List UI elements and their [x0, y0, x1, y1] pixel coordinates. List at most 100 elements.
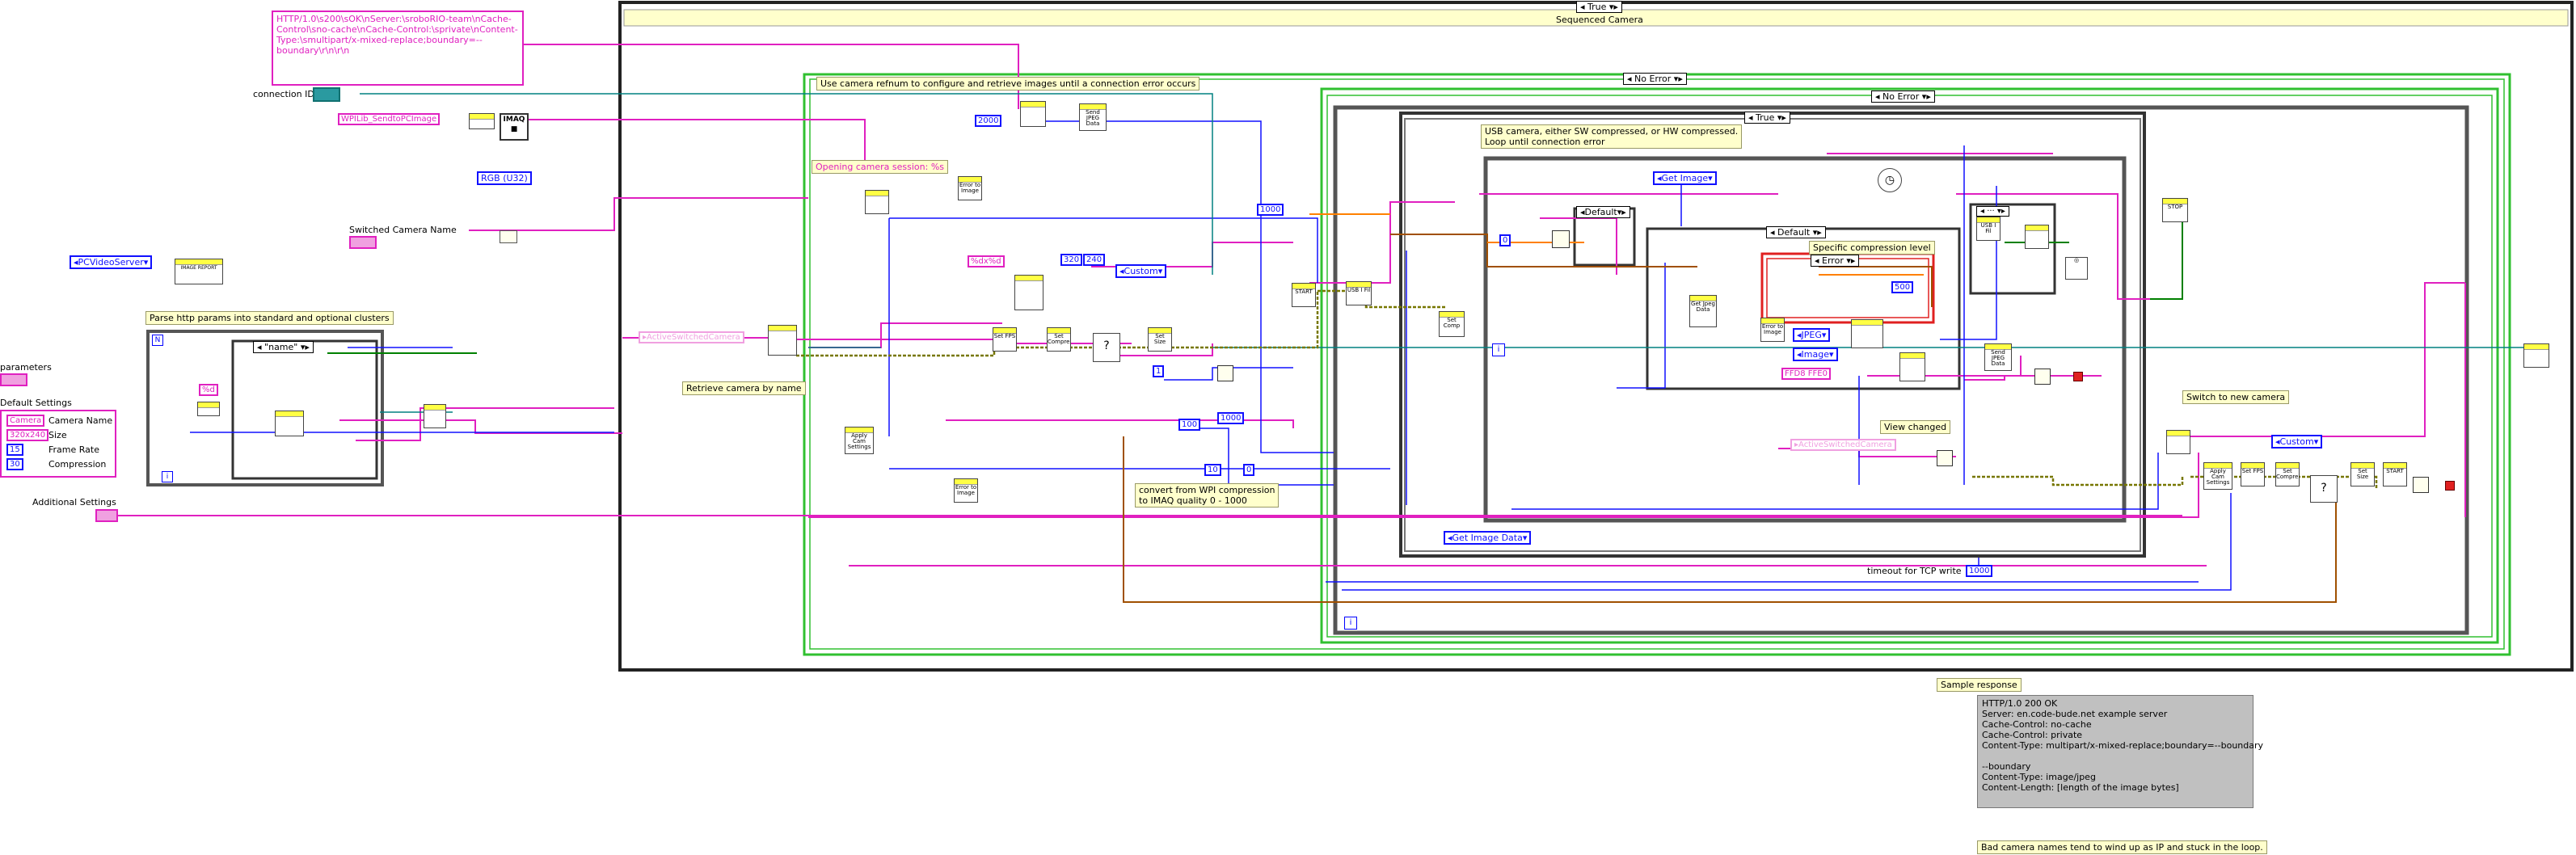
open-camera-vi[interactable] [768, 325, 797, 356]
loop-count-terminal: N [152, 335, 163, 346]
usb-ifil-vi[interactable]: USB I Fil [1346, 281, 1372, 305]
help-vi-2[interactable]: ? [2310, 475, 2338, 503]
set-compress-vi[interactable]: Set Compress [1047, 327, 1071, 352]
get-jpeg-data-vi[interactable]: Get Jpeg Data [1689, 295, 1717, 327]
format-dx-d-constant: %dx%d [968, 255, 1005, 267]
help-vi[interactable]: ? [1093, 333, 1120, 362]
true-case-selector[interactable]: ◂ True ▾▸ [1744, 112, 1790, 124]
set-size-label: Set Size [1153, 333, 1166, 345]
connection-id-control[interactable] [313, 87, 340, 102]
ffd8-constant: FFD8 FFE0 [1781, 368, 1831, 380]
usb-ifil-vi-2[interactable]: USB I Fil [1976, 217, 2001, 241]
vision-icon-vi[interactable]: ◎ [2065, 257, 2088, 280]
tcp-write-vi[interactable] [1020, 101, 1046, 127]
size-value: 320x240 [6, 429, 49, 441]
outer-case-structure [618, 1, 2574, 672]
send-jpeg-data-label-2: Send JPEG Data [1991, 349, 2005, 367]
stop-vi-label: STOP [2167, 204, 2183, 210]
timeout-label: timeout for TCP write [1867, 566, 1962, 576]
usb-ifil-label-2: USB I Fil [1980, 222, 1996, 234]
name-case-value: "name" [264, 342, 298, 352]
image-text: Image [1801, 349, 1829, 360]
or-node-1 [2034, 369, 2051, 385]
camera-name-value: Camera [6, 415, 45, 427]
default-case-selector[interactable]: ◂ Default ▾▸ [1766, 226, 1826, 238]
start-vi[interactable]: START [1292, 283, 1316, 307]
close-vi[interactable] [2523, 343, 2549, 368]
set-size-vi[interactable]: Set Size [1148, 327, 1172, 352]
active-switched-camera-local-2[interactable]: ▸ActiveSwitchedCamera [1790, 439, 1896, 451]
compare-node-2 [1217, 365, 1233, 381]
error-case-inner-value: No Error [1882, 91, 1920, 102]
default-settings-label: Default Settings [0, 398, 72, 408]
set-size-vi-2[interactable]: Set Size [2350, 462, 2375, 486]
apply-cam-settings-vi[interactable]: Apply Cam Settings [845, 427, 874, 454]
format-string-vi[interactable] [865, 190, 889, 214]
rgb-u32-constant: RGB (U32) [477, 171, 532, 185]
set-compress-label: Set Compress [1048, 333, 1070, 345]
const-1000-a: 1000 [1257, 204, 1284, 216]
frame-rate-value: 15 [6, 444, 23, 456]
get-jpeg-data-label: Get Jpeg Data [1691, 301, 1715, 313]
usb-camera-line-1: USB camera, either SW compressed, or HW … [1485, 126, 1739, 137]
wait-timer-vi[interactable]: ◷ [1878, 168, 1902, 192]
loop-iteration-terminal: i [162, 471, 173, 482]
parameters-control[interactable] [0, 373, 27, 386]
switched-camera-name-label: Switched Camera Name [349, 225, 457, 235]
set-fps-vi[interactable]: Set FPS [993, 327, 1017, 352]
const-2000: 2000 [975, 115, 1002, 127]
pcvideoserver-text: PCVideoServer [78, 257, 144, 267]
view-changed-comment: View changed [1880, 420, 1951, 434]
active-switched-camera-local[interactable]: ▸ActiveSwitchedCamera [639, 331, 744, 343]
apply-cam-settings-vi-2[interactable]: Apply Cam Settings [2203, 462, 2232, 490]
default-settings-cluster[interactable]: Camera Camera Name 320x240 Size 15 Frame… [0, 410, 116, 478]
connection-id-label: connection ID [253, 89, 314, 99]
change-camera-vi[interactable] [2166, 430, 2190, 454]
sequence-frame-label: Sequenced Camera [1556, 15, 1643, 25]
retrieve-camera-comment: Retrieve camera by name [682, 381, 806, 395]
scan-string-vi[interactable] [197, 402, 220, 416]
percent-d-constant: %d [199, 384, 218, 396]
start-vi-2[interactable]: START [2383, 462, 2407, 486]
outer-case-selector[interactable]: ◂ True ▾▸ [1576, 1, 1622, 13]
set-fps-vi-2[interactable]: Set FPS [2241, 462, 2265, 486]
parse-http-comment: Parse http params into standard and opti… [145, 311, 394, 325]
imaq-vi-label: IMAQ [503, 116, 525, 124]
error-case-selector-outer[interactable]: ◂ No Error ▾▸ [1623, 73, 1687, 85]
bad-names-comment: Bad camera names tend to wind up as IP a… [1977, 840, 2267, 854]
const-1000-b: 1000 [1217, 412, 1245, 424]
sample-http-response-text: HTTP/1.0 200 OK Server: en.code-bude.net… [1977, 695, 2263, 808]
bundle-by-name-vi[interactable] [275, 411, 304, 436]
imaq-vi[interactable]: IMAQ■ [500, 113, 529, 141]
additional-settings-control[interactable] [95, 509, 118, 522]
send-jpeg-data-label: Send JPEG Data [1086, 109, 1100, 127]
error-to-image-vi-2[interactable]: Error to Image [954, 478, 978, 503]
error-to-image-vi-3[interactable]: Error to Image [1760, 318, 1785, 342]
enum-case-selector[interactable]: ◂ ··· ▾▸ [1976, 206, 2009, 217]
error-case-selector-inner[interactable]: ◂ No Error ▾▸ [1871, 91, 1935, 103]
format-size-vi[interactable] [1014, 275, 1043, 310]
name-case-selector[interactable]: ◂ "name" ▾▸ [253, 341, 314, 353]
send-jpeg-data-vi-2[interactable]: Send JPEG Data [1984, 343, 2012, 371]
default-case-selector-small[interactable]: ◂Default▾▸ [1576, 206, 1630, 218]
error-to-image-vi[interactable]: Error to Image [958, 176, 982, 200]
error-to-image-label-3: Error to Image [1761, 323, 1784, 335]
unbundle-vi[interactable] [424, 404, 446, 428]
inner-while-frame [1483, 156, 2127, 523]
set-comp-vi[interactable]: Set Comp [1439, 311, 1465, 337]
error-case-selector-specific[interactable]: ◂ Error ▾▸ [1811, 255, 1860, 267]
send-to-pc-image-vi[interactable] [469, 113, 495, 129]
custom-enum-constant-2: ◂Custom▾ [2271, 435, 2323, 449]
usb-icon-vi[interactable] [2025, 225, 2049, 249]
switched-camera-name-control[interactable] [349, 236, 377, 249]
error-indicator-2 [2445, 481, 2455, 491]
stop-vi[interactable]: STOP [2162, 198, 2188, 222]
send-jpeg-data-vi[interactable]: Send JPEG Data [1079, 103, 1107, 131]
active-switched-camera-text: ActiveSwitchedCamera [647, 333, 740, 342]
set-compress-vi-2[interactable]: Set Compress [2275, 462, 2300, 486]
array-subset-vi[interactable] [1899, 352, 1925, 381]
compression-value: 30 [6, 458, 23, 470]
const-240: 240 [1083, 254, 1106, 266]
imaq-write-vi[interactable] [1851, 319, 1883, 348]
image-report-vi[interactable]: IMAGE REPORT [175, 259, 223, 284]
